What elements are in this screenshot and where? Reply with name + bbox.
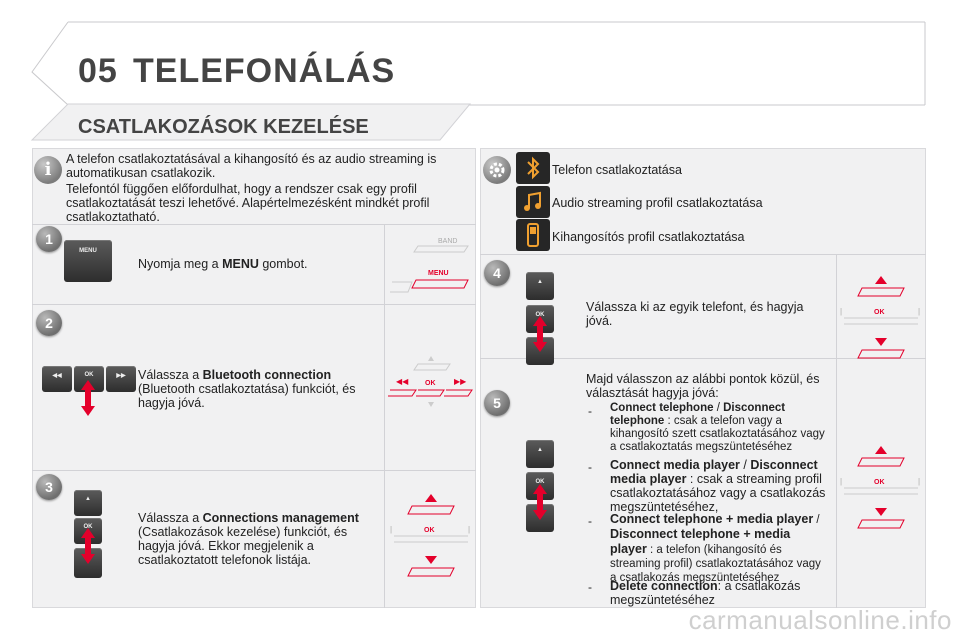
option-connect-telephone: Connect telephone / Disconnect telephone…	[610, 402, 825, 453]
svg-text:|: |	[918, 307, 920, 316]
gear-icon	[483, 156, 511, 184]
step1-text: Nyomja meg a MENU gombot.	[138, 257, 308, 271]
info-icon: i	[34, 156, 62, 184]
press-arrow-icon	[81, 528, 95, 564]
music-note-icon	[516, 186, 550, 218]
option-connect-media: Connect media player / Disconnect media …	[610, 458, 826, 514]
step4-diagram: | | OK	[840, 276, 920, 359]
profile-label-audio: Audio streaming profil csatlakoztatása	[552, 196, 763, 210]
press-arrow-icon	[533, 316, 547, 352]
step-badge-4: 4	[484, 260, 510, 286]
step4-text: Válassza ki az egyik telefont, és hagyja…	[586, 300, 804, 328]
svg-text:|: |	[468, 525, 470, 534]
profile-label-phone: Telefon csatlakoztatása	[552, 163, 682, 177]
chapter-number: 05	[78, 52, 118, 90]
option-delete-connection: Delete connection: a csatlakozás megszün…	[610, 579, 801, 607]
band-label: BAND	[438, 238, 457, 245]
svg-text:|: |	[918, 477, 920, 486]
step-badge-2: 2	[36, 310, 62, 336]
step2-diagram: ◀◀ OK ▶▶	[388, 356, 473, 407]
diagram-ok-label: OK	[424, 527, 435, 534]
right-panel	[480, 148, 926, 608]
step3-diagram: | | OK	[390, 494, 470, 577]
menu-key: MENU	[64, 240, 112, 282]
step5-diagram: | | OK	[840, 446, 920, 529]
svg-text:|: |	[840, 477, 842, 486]
svg-text:◀◀: ◀◀	[396, 377, 409, 386]
section-decoration	[30, 103, 472, 141]
diagram-ok-label: OK	[874, 309, 885, 316]
up-key: ▲	[526, 272, 554, 300]
handset-icon	[516, 219, 550, 251]
step-badge-5: 5	[484, 390, 510, 416]
option-connect-both: Connect telephone + media player / Disco…	[610, 512, 821, 584]
profile-label-handsfree: Kihangosítós profil csatlakoztatása	[552, 230, 745, 244]
press-arrow-icon	[81, 380, 95, 416]
watermark: carmanualsonline.info	[688, 605, 952, 635]
step3-text: Válassza a Connections management (Csatl…	[138, 511, 359, 567]
step1-diagram: BAND MENU	[390, 238, 469, 293]
svg-text:▶▶: ▶▶	[454, 377, 467, 386]
section-title: CSATLAKOZÁSOK KEZELÉSE	[78, 116, 369, 138]
up-key: ▲	[526, 440, 554, 468]
intro-text-2: Telefontól függően előfordulhat, hogy a …	[66, 182, 430, 224]
step5-intro: Majd válasszon az alábbi pontok közül, é…	[586, 372, 820, 400]
diagram-ok-label: OK	[874, 479, 885, 486]
svg-text:|: |	[840, 307, 842, 316]
svg-text:|: |	[390, 525, 392, 534]
chapter-title: TELEFONÁLÁS	[133, 52, 396, 90]
step-badge-1: 1	[36, 226, 62, 252]
step2-text: Válassza a Bluetooth connection (Bluetoo…	[138, 368, 356, 410]
forward-key: ▶▶	[106, 366, 136, 392]
press-arrow-icon	[533, 484, 547, 520]
diagram-ok-label: OK	[425, 380, 436, 387]
rewind-key: ◀◀	[42, 366, 72, 392]
bluetooth-icon	[516, 152, 550, 184]
menu-label: MENU	[428, 270, 449, 277]
step-badge-3: 3	[36, 474, 62, 500]
up-key: ▲	[74, 490, 102, 516]
intro-text-1: A telefon csatlakoztatásával a kihangosí…	[66, 152, 437, 180]
